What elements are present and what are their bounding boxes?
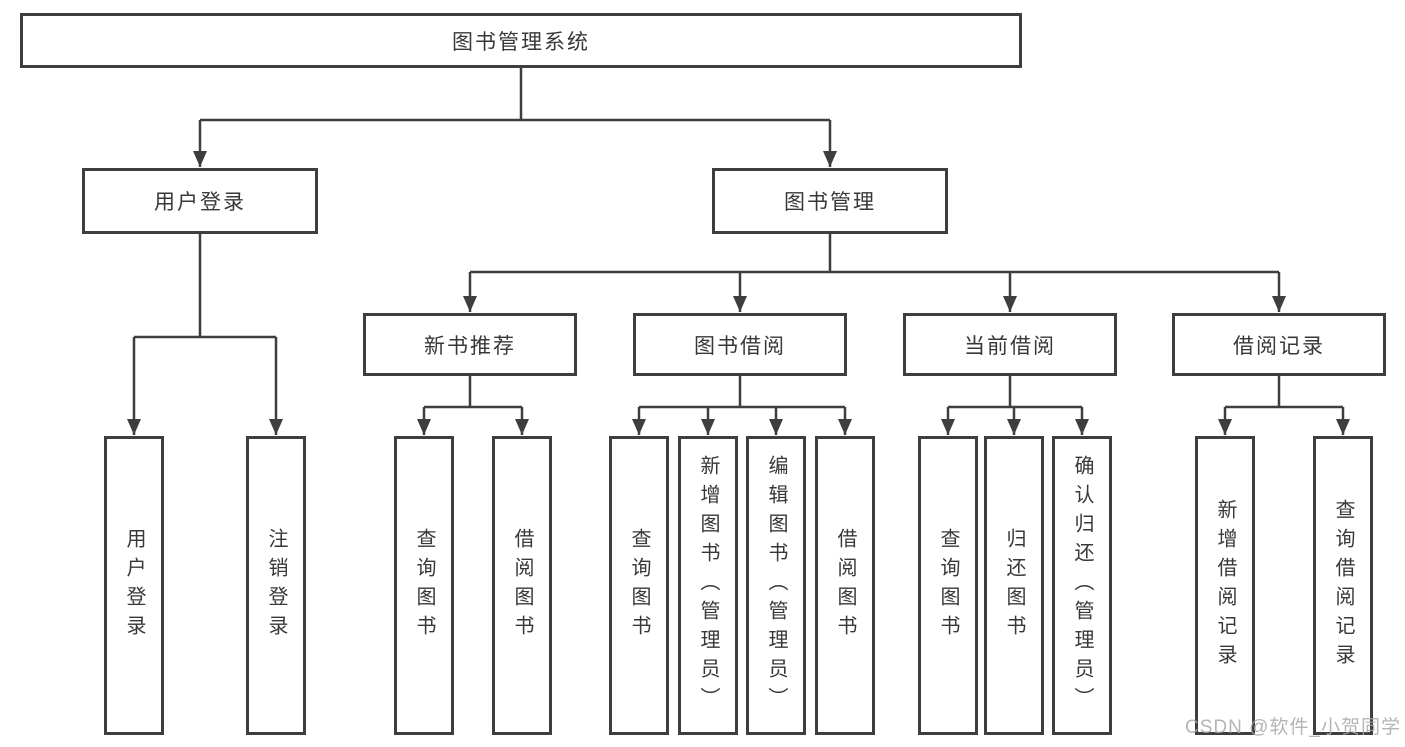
- node-label: 图书借阅: [694, 334, 786, 358]
- leaf-return-book: 归还图书: [984, 436, 1044, 735]
- leaf-label: 注销登录: [265, 527, 287, 644]
- node-current-borrow: 当前借阅: [903, 313, 1117, 376]
- node-label: 图书管理: [784, 191, 876, 214]
- node-book-management: 图书管理: [712, 168, 948, 234]
- leaf-edit-book-admin: 编辑图书（管理员）: [746, 436, 806, 735]
- node-borrow-records: 借阅记录: [1172, 313, 1386, 376]
- node-label: 用户登录: [154, 191, 246, 214]
- leaf-query-books-borrow: 查询图书: [609, 436, 669, 735]
- node-book-borrow: 图书借阅: [633, 313, 847, 376]
- node-new-book-recommend: 新书推荐: [363, 313, 577, 376]
- leaf-query-books-current: 查询图书: [918, 436, 978, 735]
- leaf-user-login: 用户登录: [104, 436, 164, 735]
- leaf-label: 新增借阅记录: [1214, 498, 1236, 673]
- node-label: 当前借阅: [964, 334, 1056, 358]
- leaf-confirm-return-admin: 确认归还（管理员）: [1052, 436, 1112, 735]
- node-label: 图书管理系统: [452, 30, 590, 54]
- leaf-label: 查询图书: [628, 527, 650, 644]
- node-label: 借阅记录: [1233, 334, 1325, 358]
- node-user-login: 用户登录: [82, 168, 318, 234]
- csdn-watermark: CSDN @软件_小贺同学: [1185, 717, 1401, 738]
- leaf-label: 新增图书（管理员）: [697, 455, 719, 716]
- leaf-label: 查询图书: [413, 527, 435, 644]
- leaf-add-book-admin: 新增图书（管理员）: [678, 436, 738, 735]
- leaf-add-borrow-record: 新增借阅记录: [1195, 436, 1255, 735]
- leaf-query-borrow-record: 查询借阅记录: [1313, 436, 1373, 735]
- leaf-label: 查询图书: [937, 527, 959, 644]
- node-library-management-system: 图书管理系统: [20, 13, 1022, 68]
- leaf-label: 借阅图书: [511, 527, 533, 644]
- leaf-label: 确认归还（管理员）: [1071, 455, 1093, 716]
- leaf-label: 用户登录: [123, 527, 145, 644]
- leaf-label: 借阅图书: [834, 527, 856, 644]
- leaf-label: 编辑图书（管理员）: [765, 455, 787, 716]
- leaf-borrow-books-recommend: 借阅图书: [492, 436, 552, 735]
- leaf-borrow-books: 借阅图书: [815, 436, 875, 735]
- node-label: 新书推荐: [424, 334, 516, 358]
- leaf-logout: 注销登录: [246, 436, 306, 735]
- leaf-query-books-recommend: 查询图书: [394, 436, 454, 735]
- leaf-label: 归还图书: [1003, 527, 1025, 644]
- leaf-label: 查询借阅记录: [1332, 498, 1354, 673]
